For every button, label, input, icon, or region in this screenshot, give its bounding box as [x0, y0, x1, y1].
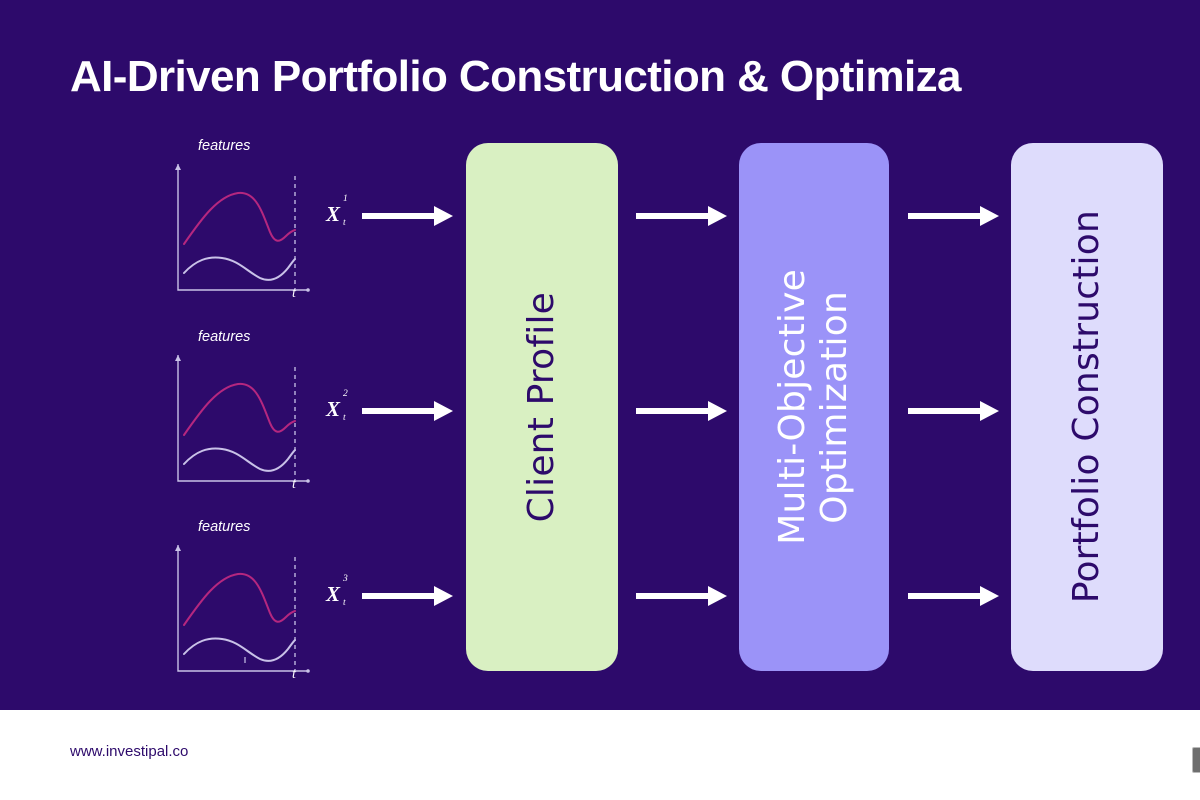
- feature-variable-1: X 1 t: [326, 192, 372, 236]
- process-box-label: Client Profile: [520, 291, 562, 523]
- process-box-multi-objective-optimization[interactable]: Multi-Objective Optimization: [739, 143, 889, 671]
- footer-url-link[interactable]: www.investipal.co: [70, 743, 189, 760]
- variable-base: X: [326, 397, 341, 421]
- variable-base: X: [326, 202, 341, 226]
- arrow-right-icon: [362, 206, 453, 226]
- x-axis-label: t: [292, 286, 296, 301]
- arrow-right-icon: [908, 206, 999, 226]
- variable-base: X: [326, 582, 341, 606]
- arrow-right-icon: [636, 401, 727, 421]
- process-box-portfolio-construction[interactable]: Portfolio Construction: [1011, 143, 1163, 671]
- variable-subscript: t: [343, 218, 346, 228]
- features-label: features: [198, 329, 251, 345]
- feature-chart-3: [175, 545, 310, 673]
- variable-superscript: 3: [343, 574, 348, 584]
- variable-superscript: 2: [343, 389, 348, 399]
- arrow-right-icon: [362, 586, 453, 606]
- feature-chart-2: [175, 355, 310, 483]
- arrow-right-icon: [636, 206, 727, 226]
- process-box-label-line-1: Multi-Objective: [771, 269, 813, 545]
- arrow-right-icon: [908, 586, 999, 606]
- footer: www.investipal.co: [0, 710, 1200, 800]
- feature-chart-1: [175, 164, 310, 292]
- arrow-right-icon: [362, 401, 453, 421]
- footer-logo-badge: [1192, 747, 1200, 773]
- features-label: features: [198, 138, 251, 154]
- diagram-canvas: AI-Driven Portfolio Construction & Optim…: [0, 0, 1200, 710]
- feature-chart-group-3: features t: [168, 519, 328, 684]
- feature-chart-group-2: features t: [168, 329, 328, 494]
- variable-subscript: t: [343, 598, 346, 608]
- arrow-right-icon: [636, 586, 727, 606]
- feature-variable-2: X 2 t: [326, 387, 372, 431]
- page-title: AI-Driven Portfolio Construction & Optim…: [70, 52, 961, 101]
- variable-superscript: 1: [343, 194, 348, 204]
- feature-chart-group-1: features t: [168, 138, 328, 303]
- x-axis-label: t: [292, 667, 296, 682]
- arrow-right-icon: [908, 401, 999, 421]
- variable-subscript: t: [343, 413, 346, 423]
- process-box-client-profile[interactable]: Client Profile: [466, 143, 618, 671]
- features-label: features: [198, 519, 251, 535]
- feature-variable-3: X 3 t: [326, 572, 372, 616]
- process-box-label-line-2: Optimization: [814, 290, 855, 524]
- x-axis-label: t: [292, 477, 296, 492]
- process-box-label: Portfolio Construction: [1065, 210, 1107, 604]
